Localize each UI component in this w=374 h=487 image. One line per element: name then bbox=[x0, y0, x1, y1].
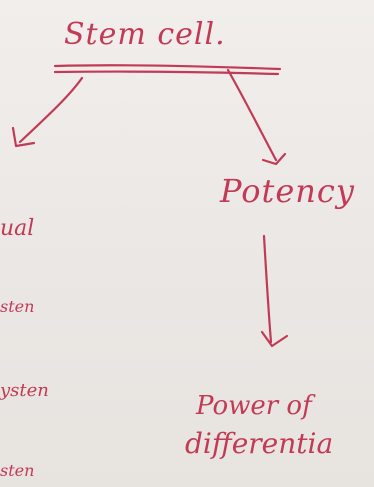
right-branch-line bbox=[226, 68, 278, 162]
left-branch-line bbox=[18, 76, 84, 144]
right-branch-arrowhead bbox=[261, 152, 287, 166]
left-fragment-4: sten bbox=[0, 461, 35, 480]
left-branch-arrowhead bbox=[11, 126, 36, 148]
potency-down-arrowhead bbox=[260, 330, 289, 348]
left-fragment-3: ysten bbox=[0, 380, 49, 401]
differentiation-text: differentia bbox=[185, 427, 334, 460]
potency-label: Potency bbox=[220, 172, 355, 210]
power-of-text: Power of bbox=[196, 391, 312, 421]
stem-cell-title: Stem cell. bbox=[64, 17, 226, 52]
title-underline-bottom bbox=[53, 70, 280, 76]
title-underline-top bbox=[53, 64, 282, 71]
left-fragment-1: ual bbox=[0, 216, 35, 241]
potency-down-line bbox=[262, 234, 273, 344]
left-fragment-2: sten bbox=[0, 297, 35, 316]
